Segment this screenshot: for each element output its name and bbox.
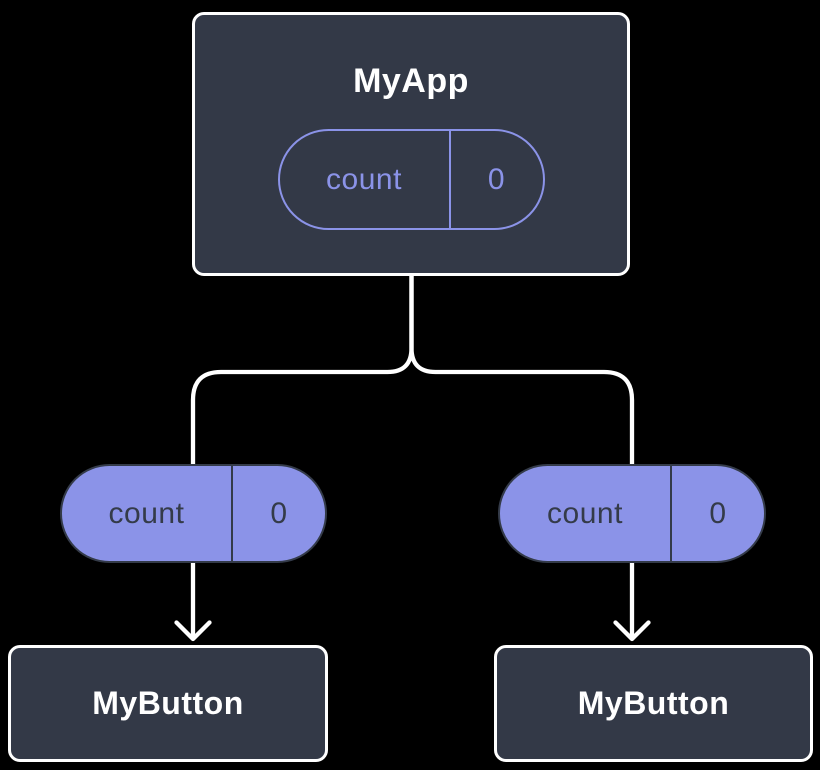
prop-pill-right: count 0	[498, 464, 766, 563]
pill-divider	[448, 131, 451, 228]
arrowhead-down-right-icon	[613, 620, 651, 642]
prop-name-label: count	[547, 496, 623, 530]
component-label-mybutton-left: MyButton	[92, 685, 244, 721]
state-value-label: 0	[487, 162, 506, 196]
arrowhead-down-left-icon	[174, 620, 212, 642]
pill-divider	[231, 466, 233, 561]
component-node-mybutton-right: MyButton	[494, 645, 813, 762]
state-name-label: count	[326, 162, 402, 196]
component-node-mybutton-left: MyButton	[8, 645, 328, 762]
fork-branch-right-line	[409, 271, 635, 469]
component-label-myapp: MyApp	[353, 62, 469, 100]
prop-value-label: 0	[270, 496, 288, 530]
pill-divider	[670, 466, 672, 561]
prop-value-label: 0	[709, 496, 727, 530]
component-node-myapp: MyApp count 0	[192, 12, 630, 276]
component-label-mybutton-right: MyButton	[577, 685, 730, 721]
prop-pill-left: count 0	[60, 464, 327, 563]
prop-name-label: count	[108, 496, 185, 530]
state-pill-myapp: count 0	[277, 129, 545, 230]
fork-branch-left-line	[190, 271, 414, 469]
